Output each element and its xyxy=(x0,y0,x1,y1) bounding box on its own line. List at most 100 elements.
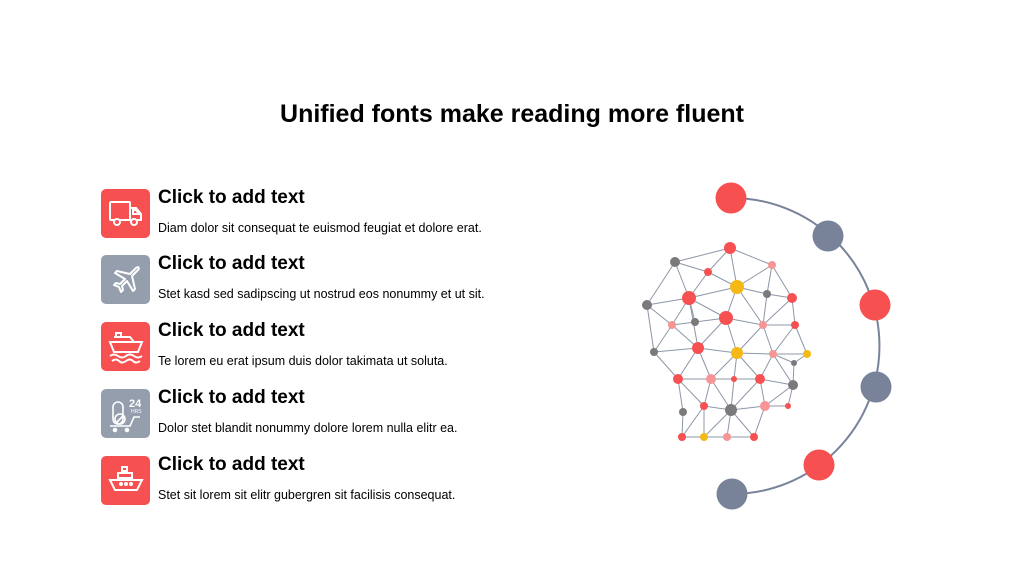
network-node xyxy=(750,433,758,441)
network-node xyxy=(731,376,737,382)
network-edge xyxy=(646,304,673,326)
arc-dot xyxy=(860,371,892,403)
network-edge xyxy=(772,324,796,355)
network-edge xyxy=(653,324,673,353)
list-item: Click to add text Diam dolor sit consequ… xyxy=(101,187,521,239)
network-node xyxy=(787,293,797,303)
network-edge xyxy=(764,384,794,407)
network-edge xyxy=(653,347,699,353)
network-node xyxy=(723,433,731,441)
network-edge xyxy=(736,286,764,326)
network-edge xyxy=(681,405,705,438)
network-edge xyxy=(736,324,764,354)
item-text[interactable]: Stet kasd sed sadipscing ut nostrud eos … xyxy=(158,287,485,301)
arc-dot xyxy=(859,289,891,321)
24hrs-pharmacy-cart-icon: 24 HRS xyxy=(101,389,150,438)
network-edge xyxy=(730,378,761,411)
network-edge xyxy=(703,409,732,438)
item-text[interactable]: Te lorem eu erat ipsum duis dolor takima… xyxy=(158,354,448,368)
item-text[interactable]: Stet sit lorem sit elitr gubergren sit f… xyxy=(158,488,456,502)
list-item: 24 HRS Click to add text Dolor stet blan… xyxy=(101,387,521,439)
network-node xyxy=(719,311,733,325)
network-edge xyxy=(697,347,738,354)
network-edge xyxy=(677,378,705,407)
network-node xyxy=(730,280,744,294)
airplane-icon xyxy=(101,255,150,304)
network-edge xyxy=(677,347,699,380)
list-item: Click to add text Stet kasd sed sadipsci… xyxy=(101,253,521,305)
network-edge xyxy=(762,297,793,326)
network-node xyxy=(791,321,799,329)
network-edge xyxy=(646,297,690,306)
network-edge xyxy=(674,261,709,273)
item-heading[interactable]: Click to add text xyxy=(158,454,305,475)
network-edge xyxy=(677,378,684,413)
network-node xyxy=(785,403,791,409)
item-heading[interactable]: Click to add text xyxy=(158,253,305,274)
network-node xyxy=(668,321,676,329)
network-node xyxy=(670,257,680,267)
network-edge xyxy=(710,352,738,380)
list-item: Click to add text Stet sit lorem sit eli… xyxy=(101,454,521,506)
network-edge xyxy=(794,324,808,355)
network-edge xyxy=(772,353,794,386)
network-node xyxy=(759,321,767,329)
network-node xyxy=(755,374,765,384)
network-edge xyxy=(762,293,768,326)
network-edge xyxy=(653,351,679,380)
network-node xyxy=(731,347,743,359)
arc-dot xyxy=(715,182,747,214)
network-node xyxy=(760,401,770,411)
network-node xyxy=(791,360,797,366)
truck-icon xyxy=(101,189,150,238)
network-node xyxy=(678,433,686,441)
network-node xyxy=(642,300,652,310)
network-edge xyxy=(766,264,773,295)
item-heading[interactable]: Click to add text xyxy=(158,187,305,208)
list-item: Click to add text Te lorem eu erat ipsum… xyxy=(101,320,521,372)
arc-dot xyxy=(812,220,844,252)
network-edge xyxy=(688,297,727,319)
network-edge xyxy=(674,247,731,263)
arc-dots xyxy=(715,182,892,510)
network-node xyxy=(691,318,699,326)
arc-dot xyxy=(803,449,835,481)
network-edge xyxy=(688,286,738,299)
item-heading[interactable]: Click to add text xyxy=(158,387,305,408)
network-node xyxy=(682,291,696,305)
network-node xyxy=(704,268,712,276)
network-edge xyxy=(646,261,676,306)
network-node xyxy=(725,404,737,416)
network-node xyxy=(706,374,716,384)
arc-dot xyxy=(716,478,748,510)
network-node xyxy=(788,380,798,390)
network-node xyxy=(692,342,704,354)
svg-text:24: 24 xyxy=(129,398,142,410)
network-edge xyxy=(729,247,773,266)
network-edge xyxy=(771,264,793,299)
network-node xyxy=(650,348,658,356)
network-node xyxy=(724,242,736,254)
network-node xyxy=(700,402,708,410)
arc-line xyxy=(730,196,881,495)
cruise-ship-icon xyxy=(101,456,150,505)
network-node xyxy=(769,350,777,358)
item-text[interactable]: Dolor stet blandit nonummy dolore lorem … xyxy=(158,421,458,435)
network-node xyxy=(679,408,687,416)
item-text[interactable]: Diam dolor sit consequat te euismod feug… xyxy=(158,221,482,235)
network-edge xyxy=(710,378,732,411)
network-nodes xyxy=(642,242,811,441)
network-edge xyxy=(681,411,684,438)
network-node xyxy=(768,261,776,269)
network-edge xyxy=(646,304,655,353)
network-node xyxy=(803,350,811,358)
network-edge xyxy=(759,378,794,386)
network-node xyxy=(763,290,771,298)
network-edge xyxy=(762,324,774,355)
item-heading[interactable]: Click to add text xyxy=(158,320,305,341)
network-node xyxy=(673,374,683,384)
network-edge xyxy=(736,352,774,355)
ship-icon xyxy=(101,322,150,371)
page-title: Unified fonts make reading more fluent xyxy=(280,100,744,128)
